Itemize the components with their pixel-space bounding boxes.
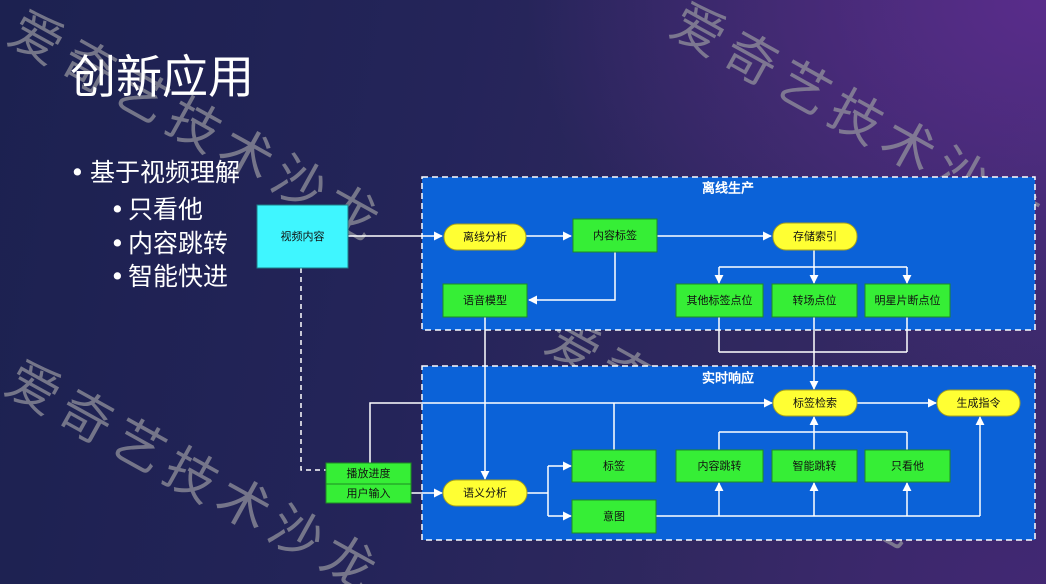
sub-bullet-item: • 智能快进 — [110, 260, 228, 294]
sub-bullet-text: 只看他 — [128, 195, 204, 224]
node-transition-points: 转场点位 — [771, 283, 858, 318]
sub-bullet-text: 智能快进 — [128, 262, 229, 291]
node-label: 只看他 — [891, 459, 924, 473]
sub-bullet-item: • 只看他 — [110, 193, 203, 227]
bullet-dot: • — [70, 158, 85, 187]
node-intent: 意图 — [571, 499, 657, 534]
bullet-dot: • — [110, 262, 125, 291]
node-label: 转场点位 — [793, 293, 837, 307]
edge-play-progress-to-tag-search — [369, 398, 773, 463]
node-label: 播放进度 — [347, 466, 391, 480]
node-label: 语音模型 — [463, 293, 507, 307]
node-label: 生成指令 — [957, 396, 1001, 410]
node-label: 标签检索 — [793, 396, 837, 410]
sub-bullet-text: 内容跳转 — [128, 229, 229, 258]
edge-semantic-branch — [527, 466, 549, 516]
edge-jumps-merge — [718, 431, 908, 450]
bullet-dot: • — [110, 229, 125, 258]
node-storage-index: 存储索引 — [772, 222, 858, 251]
node-label: 其他标签点位 — [687, 293, 753, 307]
node-label: 存储索引 — [793, 229, 837, 243]
sub-bullet-item: • 内容跳转 — [110, 227, 228, 261]
edge-storage-index-trunk — [719, 250, 907, 268]
node-speech-model: 语音模型 — [442, 283, 528, 318]
node-tags: 标签 — [571, 449, 657, 483]
edge-video-to-play-progress — [300, 268, 326, 471]
node-smart-jump: 智能跳转 — [771, 449, 858, 483]
node-label: 用户输入 — [347, 486, 391, 500]
node-label: 智能跳转 — [793, 459, 837, 473]
node-label: 语义分析 — [463, 486, 507, 500]
edge-content-tags-to-speech-model — [528, 252, 616, 305]
node-content-tags: 内容标签 — [572, 218, 658, 253]
node-video-content: 视频内容 — [256, 204, 349, 269]
bullet-dot: • — [110, 195, 125, 224]
bullet-text: 基于视频理解 — [90, 158, 241, 187]
panel-title-realtime: 实时响应 — [702, 371, 754, 387]
node-label: 内容跳转 — [698, 459, 742, 473]
node-other-tag-points: 其他标签点位 — [675, 283, 764, 318]
panel-title-offline: 离线生产 — [702, 181, 754, 197]
node-user-input: 用户输入 — [325, 483, 412, 504]
bullet-item: • 基于视频理解 — [70, 156, 240, 190]
node-label: 内容标签 — [593, 228, 637, 242]
node-only-him: 只看他 — [864, 449, 951, 483]
node-star-clip-points: 明星片断点位 — [864, 283, 951, 318]
node-tag-search: 标签检索 — [772, 389, 858, 417]
node-generate-command: 生成指令 — [936, 389, 1021, 417]
node-label: 标签 — [603, 459, 625, 473]
node-label: 意图 — [603, 509, 625, 523]
node-label: 视频内容 — [281, 229, 325, 243]
node-play-progress: 播放进度 — [325, 462, 412, 485]
node-content-jump: 内容跳转 — [675, 449, 764, 483]
node-offline-analysis: 离线分析 — [443, 223, 527, 251]
slide-title: 创新应用 — [70, 50, 254, 104]
node-semantic-analysis: 语义分析 — [442, 479, 528, 507]
node-label: 明星片断点位 — [875, 293, 941, 307]
node-label: 离线分析 — [463, 230, 507, 244]
edge-points-merge — [718, 317, 908, 353]
